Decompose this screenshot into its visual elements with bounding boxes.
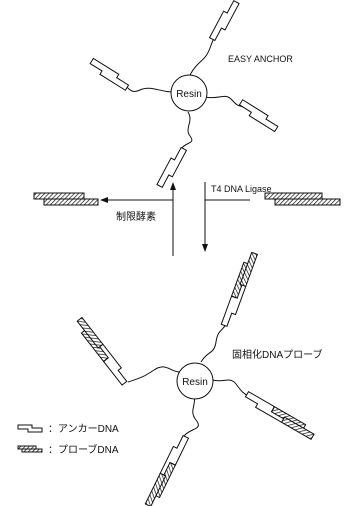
immobilized-probe-shape xyxy=(244,392,317,440)
anchor-dna-shape xyxy=(210,0,239,42)
anchor-dna-shape xyxy=(88,58,131,90)
linker xyxy=(201,324,226,362)
resin-label: Resin xyxy=(176,89,202,100)
linker xyxy=(182,112,192,148)
legend-probe-label: ：プローブDNA xyxy=(48,443,119,456)
anchor-dna-shape xyxy=(157,146,186,190)
legend: ：アンカーDNA ：プローブDNA xyxy=(18,423,119,456)
linker xyxy=(128,367,180,382)
top-resin-group: Resin EASY ANCHOR xyxy=(88,0,293,189)
legend-anchor-label: ：アンカーDNA xyxy=(48,423,119,435)
up-arrow-head xyxy=(170,182,176,190)
left-arrow-head xyxy=(100,197,108,203)
immobilized-probe-label: 固相化DNAプローブ xyxy=(232,348,323,361)
legend-probe-swatch-2 xyxy=(22,449,42,452)
anchor-dna-shape xyxy=(237,100,280,132)
free-probe-left xyxy=(34,193,98,205)
immobilized-probe-shape xyxy=(145,434,188,506)
bottom-resin-group: Resin 固相化DNAプローブ xyxy=(74,251,322,506)
ligase-label: T4 DNA Ligase xyxy=(211,184,272,194)
easy-anchor-label: EASY ANCHOR xyxy=(228,54,293,64)
linker xyxy=(212,380,248,396)
linker xyxy=(122,83,173,92)
down-arrow-head xyxy=(202,244,208,252)
free-probe-right xyxy=(265,193,340,205)
legend-anchor-swatch xyxy=(18,425,42,432)
linker xyxy=(190,36,216,75)
immobilized-probe-shape xyxy=(74,317,130,385)
linker xyxy=(205,96,246,108)
immobilized-probe-shape xyxy=(221,251,257,328)
resin-label: Resin xyxy=(182,377,208,388)
enzyme-label: 制限酵素 xyxy=(116,210,156,223)
reaction-arrows: T4 DNA Ligase 制限酵素 xyxy=(100,182,272,256)
